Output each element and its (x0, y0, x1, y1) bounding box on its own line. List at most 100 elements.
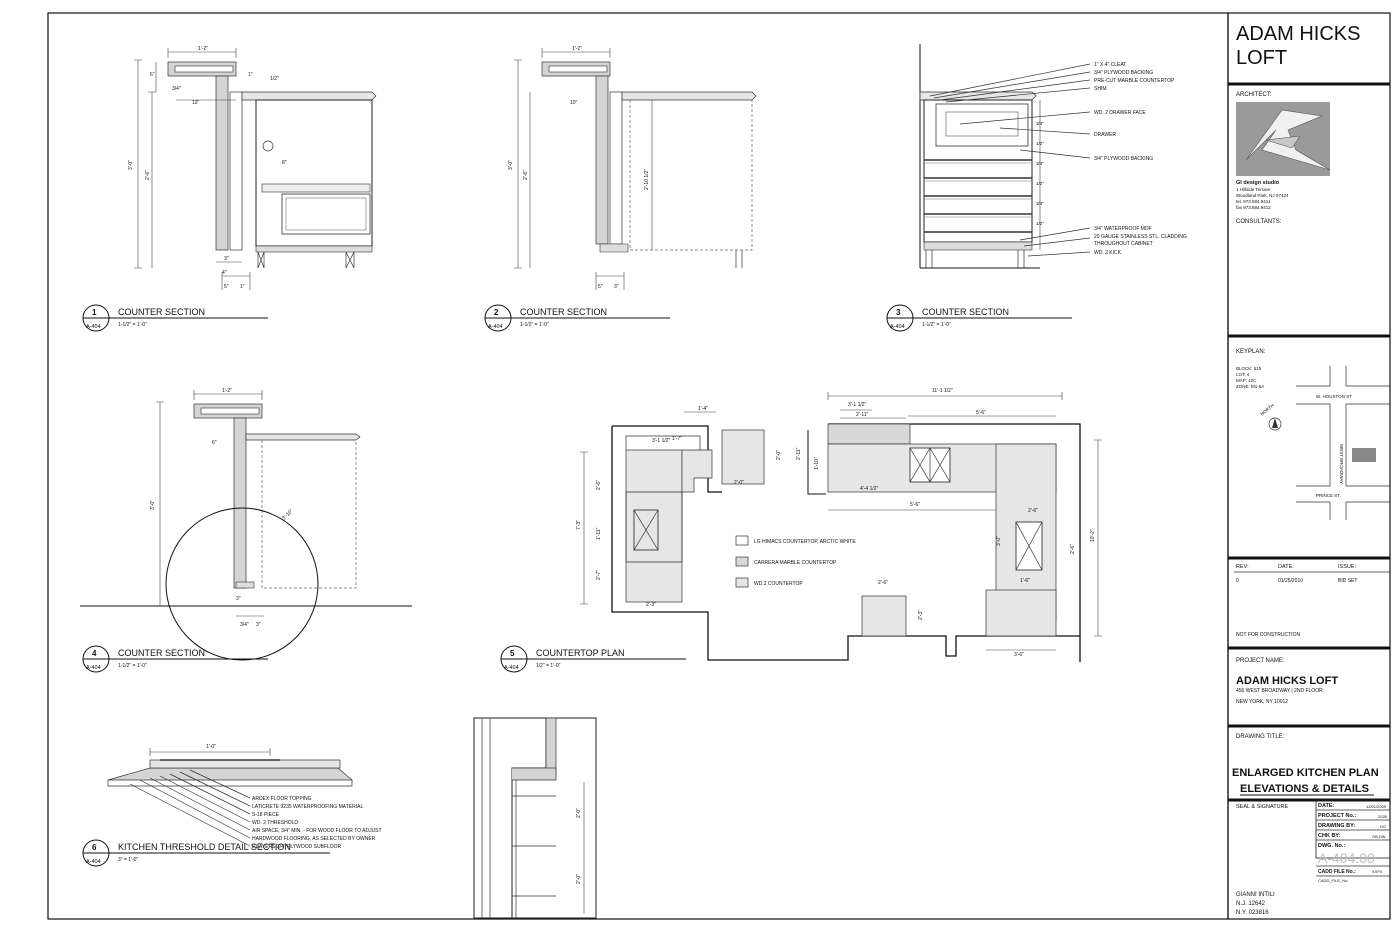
detail-3-counter-section: 3/4" 1/2" 3/4" 1/2" 3/4" 1/2" 1" X 4" CL… (919, 44, 1187, 269)
svg-text:KEYPLAN:: KEYPLAN: (1236, 349, 1266, 355)
svg-text:2'-6": 2'-6" (1070, 544, 1076, 554)
svg-text:1'-4": 1'-4" (698, 406, 708, 412)
svg-text:2'-11": 2'-11" (856, 412, 869, 418)
svg-text:GB,DW: GB,DW (1372, 834, 1386, 839)
svg-text:3'-0": 3'-0" (508, 160, 514, 170)
svg-text:SHIM: SHIM (1094, 86, 1107, 92)
detail-tag-6: 6 A-404 KITCHEN THRESHOLD DETAIL SECTION… (82, 839, 330, 867)
svg-text:DATE:: DATE: (1318, 803, 1335, 809)
svg-text:PROJECT NAME:: PROJECT NAME: (1236, 658, 1285, 664)
detail-tag-1: 1 A-404 COUNTER SECTION 1-1/2" = 1'-0" (82, 304, 268, 332)
svg-text:2'-3": 2'-3" (646, 602, 656, 608)
svg-text:NEW YORK, NY 10012: NEW YORK, NY 10012 (1236, 699, 1288, 705)
svg-text:GIANNI INTILI: GIANNI INTILI (1236, 892, 1275, 898)
svg-text:3/4": 3/4" (240, 622, 249, 628)
svg-text:12/01/2009: 12/01/2009 (1366, 804, 1387, 809)
svg-text:ADAM HICKS LOFT: ADAM HICKS LOFT (1236, 675, 1338, 687)
svg-text:3'-1 1/2": 3'-1 1/2" (652, 438, 671, 444)
svg-text:6": 6" (212, 440, 217, 446)
svg-text:COUNTER SECTION: COUNTER SECTION (922, 307, 1009, 317)
svg-text:5'-6": 5'-6" (976, 410, 986, 416)
svg-text:ZONE: M1-5A: ZONE: M1-5A (1236, 384, 1264, 389)
detail-1-counter-section: 1'-2" 3'-0" 2'-6" 6" 3/4" 13" 1" 1/2" 8"… (128, 46, 377, 290)
svg-text:N.Y. 023816: N.Y. 023816 (1236, 910, 1269, 916)
svg-text:3/4": 3/4" (1036, 161, 1044, 166)
svg-text:2 LAYERS 3/4" PLYWOOD SUBFLOOR: 2 LAYERS 3/4" PLYWOOD SUBFLOOR (252, 844, 342, 850)
legend-label-himacs: LG HIMACS COUNTERTOP, ARCTIC WHITE (754, 539, 856, 545)
svg-text:A-404: A-404 (86, 665, 101, 671)
svg-text:CADD_FILE_No.: CADD_FILE_No. (1318, 878, 1348, 883)
partial-elevation: 2'-0" 2'-0" (473, 717, 597, 919)
svg-text:A-404: A-404 (504, 665, 519, 671)
svg-text:2'-3": 2'-3" (918, 610, 924, 620)
svg-text:COUNTER SECTION: COUNTER SECTION (118, 648, 205, 658)
svg-text:5: 5 (510, 649, 515, 658)
svg-text:3": 3" (236, 596, 241, 602)
svg-text:tel. 973.684.9411: tel. 973.684.9411 (1236, 199, 1271, 204)
svg-text:THROUGHOUT CABINET: THROUGHOUT CABINET (1094, 241, 1153, 247)
svg-text:2'-0": 2'-0" (734, 480, 744, 486)
svg-text:1-1/2" = 1'-0": 1-1/2" = 1'-0" (118, 322, 147, 328)
svg-text:CADD FILE No.:: CADD FILE No.: (1318, 869, 1356, 875)
svg-text:LATICRETE 9235 WATERPROOFING M: LATICRETE 9235 WATERPROOFING MATERIAL (252, 804, 363, 810)
svg-text:1: 1 (92, 308, 97, 317)
detail-tag-2: 2 A-404 COUNTER SECTION 1-1/2" = 1'-0" (484, 304, 670, 332)
svg-text:3/4": 3/4" (1036, 121, 1044, 126)
svg-text:3/4": 3/4" (1036, 201, 1044, 206)
svg-text:COUNTERTOP PLAN: COUNTERTOP PLAN (536, 648, 625, 658)
svg-text:1/2" = 1'-0": 1/2" = 1'-0" (536, 663, 561, 669)
svg-text:2'-10 1/2": 2'-10 1/2" (644, 169, 650, 190)
svg-text:1-1/2" = 1'-0": 1-1/2" = 1'-0" (922, 322, 951, 328)
svg-text:COUNTER SECTION: COUNTER SECTION (520, 307, 607, 317)
firm-logo (1236, 102, 1331, 176)
svg-text:ENLARGED KITCHEN PLAN: ENLARGED KITCHEN PLAN (1232, 767, 1379, 779)
keyplan-map: W. HOUSTON ST WEST BROADWAY PRINCE ST. N… (1259, 366, 1390, 520)
detail-tag-5: 5 A-404 COUNTERTOP PLAN 1/2" = 1'-0" (500, 645, 686, 673)
svg-text:1'-10": 1'-10" (814, 457, 820, 470)
svg-text:4": 4" (222, 270, 227, 276)
svg-text:1 Hillside Terrace: 1 Hillside Terrace (1236, 187, 1271, 192)
svg-text:W. HOUSTON ST: W. HOUSTON ST (1316, 394, 1352, 399)
svg-text:XXFX: XXFX (1372, 869, 1383, 874)
svg-text:S-18 PIECE: S-18 PIECE (252, 812, 280, 818)
svg-text:SEAL & SIGNATURE: SEAL & SIGNATURE (1236, 804, 1289, 810)
svg-text:1'-7": 1'-7" (672, 436, 682, 442)
svg-text:WD. 2 KICK: WD. 2 KICK (1094, 250, 1122, 256)
svg-text:11'-1 1/2": 11'-1 1/2" (932, 388, 953, 394)
svg-text:1-1/2" = 1'-0": 1-1/2" = 1'-0" (118, 663, 147, 669)
svg-text:BID SET: BID SET (1338, 578, 1357, 584)
svg-text:1'-2": 1'-2" (572, 46, 582, 52)
legend-swatch-wd2 (735, 577, 749, 588)
svg-text:1'-2": 1'-2" (222, 388, 232, 394)
svg-text:ELEVATIONS & DETAILS: ELEVATIONS & DETAILS (1240, 783, 1369, 795)
svg-text:1'-6": 1'-6" (1020, 578, 1030, 584)
svg-text:2'-6": 2'-6" (523, 170, 529, 180)
svg-text:LOT: 4: LOT: 4 (1236, 372, 1250, 377)
detail-tag-4: 4 A-404 COUNTER SECTION 1-1/2" = 1'-0" (82, 645, 268, 673)
svg-text:3/4" PLYWOOD BACKING: 3/4" PLYWOOD BACKING (1094, 70, 1153, 76)
detail-2-counter-section: 3'-0" 2'-6" 1'-2" 2'-10 1/2" 10" 5" 3" (508, 46, 757, 290)
svg-text:PRE-CUT MARBLE COUNTERTOP: PRE-CUT MARBLE COUNTERTOP (1094, 78, 1175, 84)
svg-text:1" X 4" CLEAT: 1" X 4" CLEAT (1094, 62, 1126, 68)
svg-text:BLOCK: 515: BLOCK: 515 (1236, 366, 1262, 371)
svg-text:1": 1" (248, 72, 253, 78)
svg-text:4: 4 (92, 649, 97, 658)
svg-text:NORTH: NORTH (1259, 403, 1274, 417)
svg-text:WD. 2 THRESHOLD: WD. 2 THRESHOLD (252, 820, 298, 826)
svg-text:3'-0": 3'-0" (996, 536, 1002, 546)
title-block: ADAM HICKS LOFT ARCHITECT: GI design stu… (1228, 23, 1391, 916)
svg-text:2'-6": 2'-6" (145, 170, 151, 180)
svg-text:2'-6": 2'-6" (878, 580, 888, 586)
svg-text:A-404: A-404 (86, 859, 101, 865)
svg-text:3/4": 3/4" (172, 86, 181, 92)
svg-text:PRINCE ST.: PRINCE ST. (1316, 493, 1341, 498)
svg-text:456 WEST BROADWAY | 2ND FLOOR: 456 WEST BROADWAY | 2ND FLOOR (1236, 688, 1323, 694)
project-title-line2: LOFT (1236, 47, 1287, 69)
svg-text:HARDWOOD FLOORING, AS SELECTED: HARDWOOD FLOORING, AS SELECTED BY OWNER (252, 836, 376, 842)
svg-text:1": 1" (240, 284, 245, 290)
svg-text:KITCHEN THRESHOLD DETAIL SECTI: KITCHEN THRESHOLD DETAIL SECTION (118, 842, 291, 852)
svg-text:6: 6 (92, 843, 97, 852)
detail-5-countertop-plan: 11'-1 1/2" 3'-1 1/2" 2'-11" 5'-6" 1'-4" … (576, 388, 1102, 662)
svg-text:6": 6" (150, 72, 155, 78)
svg-text:8": 8" (282, 160, 287, 166)
